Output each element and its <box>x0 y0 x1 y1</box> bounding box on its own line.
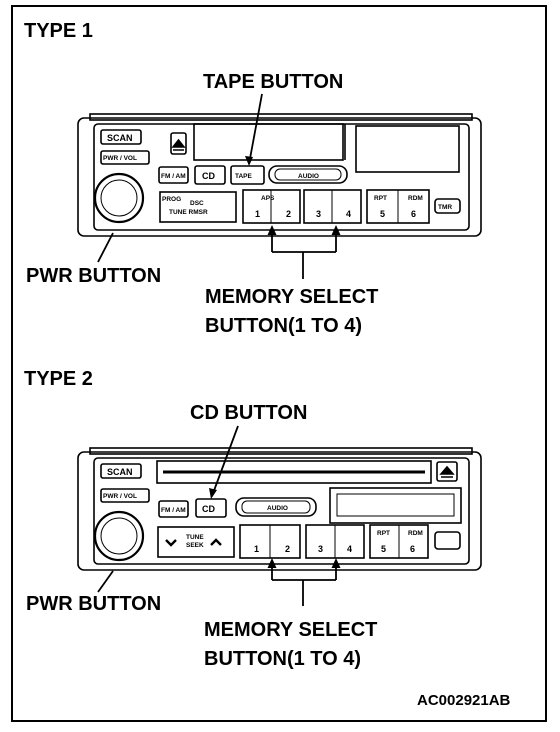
type1-fm-am-button <box>158 166 189 184</box>
type2-seek-text: SEEK <box>186 542 204 549</box>
type1-prog-block <box>159 191 237 223</box>
type1-display <box>355 125 460 173</box>
type2-preset-6: 6 <box>410 544 415 554</box>
type2-tune-text: TUNE <box>186 534 204 541</box>
type1-audio-text: AUDIO <box>298 173 319 180</box>
type2-rdm-text: RDM <box>408 530 423 537</box>
type1-tune-rmsr-text: TUNE RMSR <box>169 209 208 216</box>
figure-code: AC002921AB <box>417 692 511 709</box>
type1-top-rim <box>89 113 473 121</box>
type2-memory-label-line2: BUTTON(1 TO 4) <box>204 648 361 670</box>
type1-scan-text: SCAN <box>107 133 133 143</box>
type1-eject-button <box>170 132 187 155</box>
type2-pwr-knob <box>93 510 145 562</box>
type1-preset-4: 4 <box>346 209 351 219</box>
type1-preset-1: 1 <box>255 209 260 219</box>
type2-rpt-text: RPT <box>377 530 390 537</box>
type1-preset-2: 2 <box>286 209 291 219</box>
type1-preset-6: 6 <box>411 209 416 219</box>
type2-chassis <box>77 451 482 571</box>
type2-radio-unit <box>77 447 482 571</box>
type2-pwr-vol-button <box>100 488 150 503</box>
type2-preset-3: 3 <box>318 544 323 554</box>
type2-fm-am-text: FM / AM <box>161 507 186 514</box>
type2-preset-4: 4 <box>347 544 352 554</box>
type2-preset-1: 1 <box>254 544 259 554</box>
type1-radio-unit <box>77 113 482 237</box>
type2-scan-button <box>100 463 142 479</box>
type1-tape-button <box>230 165 265 185</box>
type1-tmr-button <box>434 198 461 214</box>
type2-blank-button <box>434 531 461 550</box>
type1-eject-icon <box>171 138 186 151</box>
type2-scan-text: SCAN <box>107 467 133 477</box>
type1-chassis <box>77 117 482 237</box>
type1-preset-3: 3 <box>316 209 321 219</box>
type1-cd-text: CD <box>202 171 215 181</box>
type2-audio-text: AUDIO <box>267 505 288 512</box>
type1-aps-text: APS <box>261 195 275 202</box>
type2-preset-2: 2 <box>285 544 290 554</box>
type1-rpt-text: RPT <box>374 195 387 202</box>
type2-cd-text: CD <box>202 504 215 514</box>
type1-memory-label-line1: MEMORY SELECT <box>205 286 378 308</box>
type2-preset-5: 5 <box>381 544 386 554</box>
type1-prog-text: PROG <box>162 196 181 203</box>
type1-tmr-text: TMR <box>438 204 452 211</box>
type2-memory-label-line1: MEMORY SELECT <box>204 619 377 641</box>
type2-eject-icon <box>439 465 455 478</box>
type1-fm-am-text: FM / AM <box>161 173 186 180</box>
type2-tune-seek-block <box>157 526 235 558</box>
type2-eject-button <box>436 461 458 482</box>
type2-audio-button <box>235 497 317 517</box>
type1-pwr-button-label: PWR BUTTON <box>26 265 161 287</box>
type1-pwr-knob <box>93 172 145 224</box>
tape-button-label: TAPE BUTTON <box>203 71 343 93</box>
figure-border <box>11 5 547 722</box>
type1-tape-slot <box>193 123 344 161</box>
type1-rdm-text: RDM <box>408 195 423 202</box>
type2-arrowheads <box>209 488 341 568</box>
type1-pwr-vol-text: PWR / VOL <box>103 155 137 162</box>
type1-title: TYPE 1 <box>24 20 93 42</box>
type1-pwr-knob-inner <box>100 179 138 217</box>
type2-display <box>329 487 462 524</box>
type1-tape-text: TAPE <box>235 173 253 180</box>
type1-audio-button <box>268 165 348 184</box>
type2-top-rim <box>89 447 473 455</box>
type1-arrowheads <box>245 156 341 235</box>
type1-leader-lines <box>97 93 337 279</box>
type1-memory-label-line2: BUTTON(1 TO 4) <box>205 315 362 337</box>
type2-title: TYPE 2 <box>24 368 93 390</box>
type1-dsc-text: DSC <box>190 200 204 207</box>
type1-preset-5: 5 <box>380 209 385 219</box>
type2-fm-am-button <box>158 500 189 518</box>
cd-button-label: CD BUTTON <box>190 402 307 424</box>
type2-faceplate <box>93 457 470 565</box>
type2-pwr-button-label: PWR BUTTON <box>26 593 161 615</box>
type2-pwr-vol-text: PWR / VOL <box>103 493 137 500</box>
type1-pwr-vol-button <box>100 150 150 165</box>
type1-cd-button <box>194 165 226 185</box>
type2-cd-slot <box>156 460 432 484</box>
type1-scan-button <box>100 129 142 145</box>
type2-pwr-knob-inner <box>100 517 138 555</box>
